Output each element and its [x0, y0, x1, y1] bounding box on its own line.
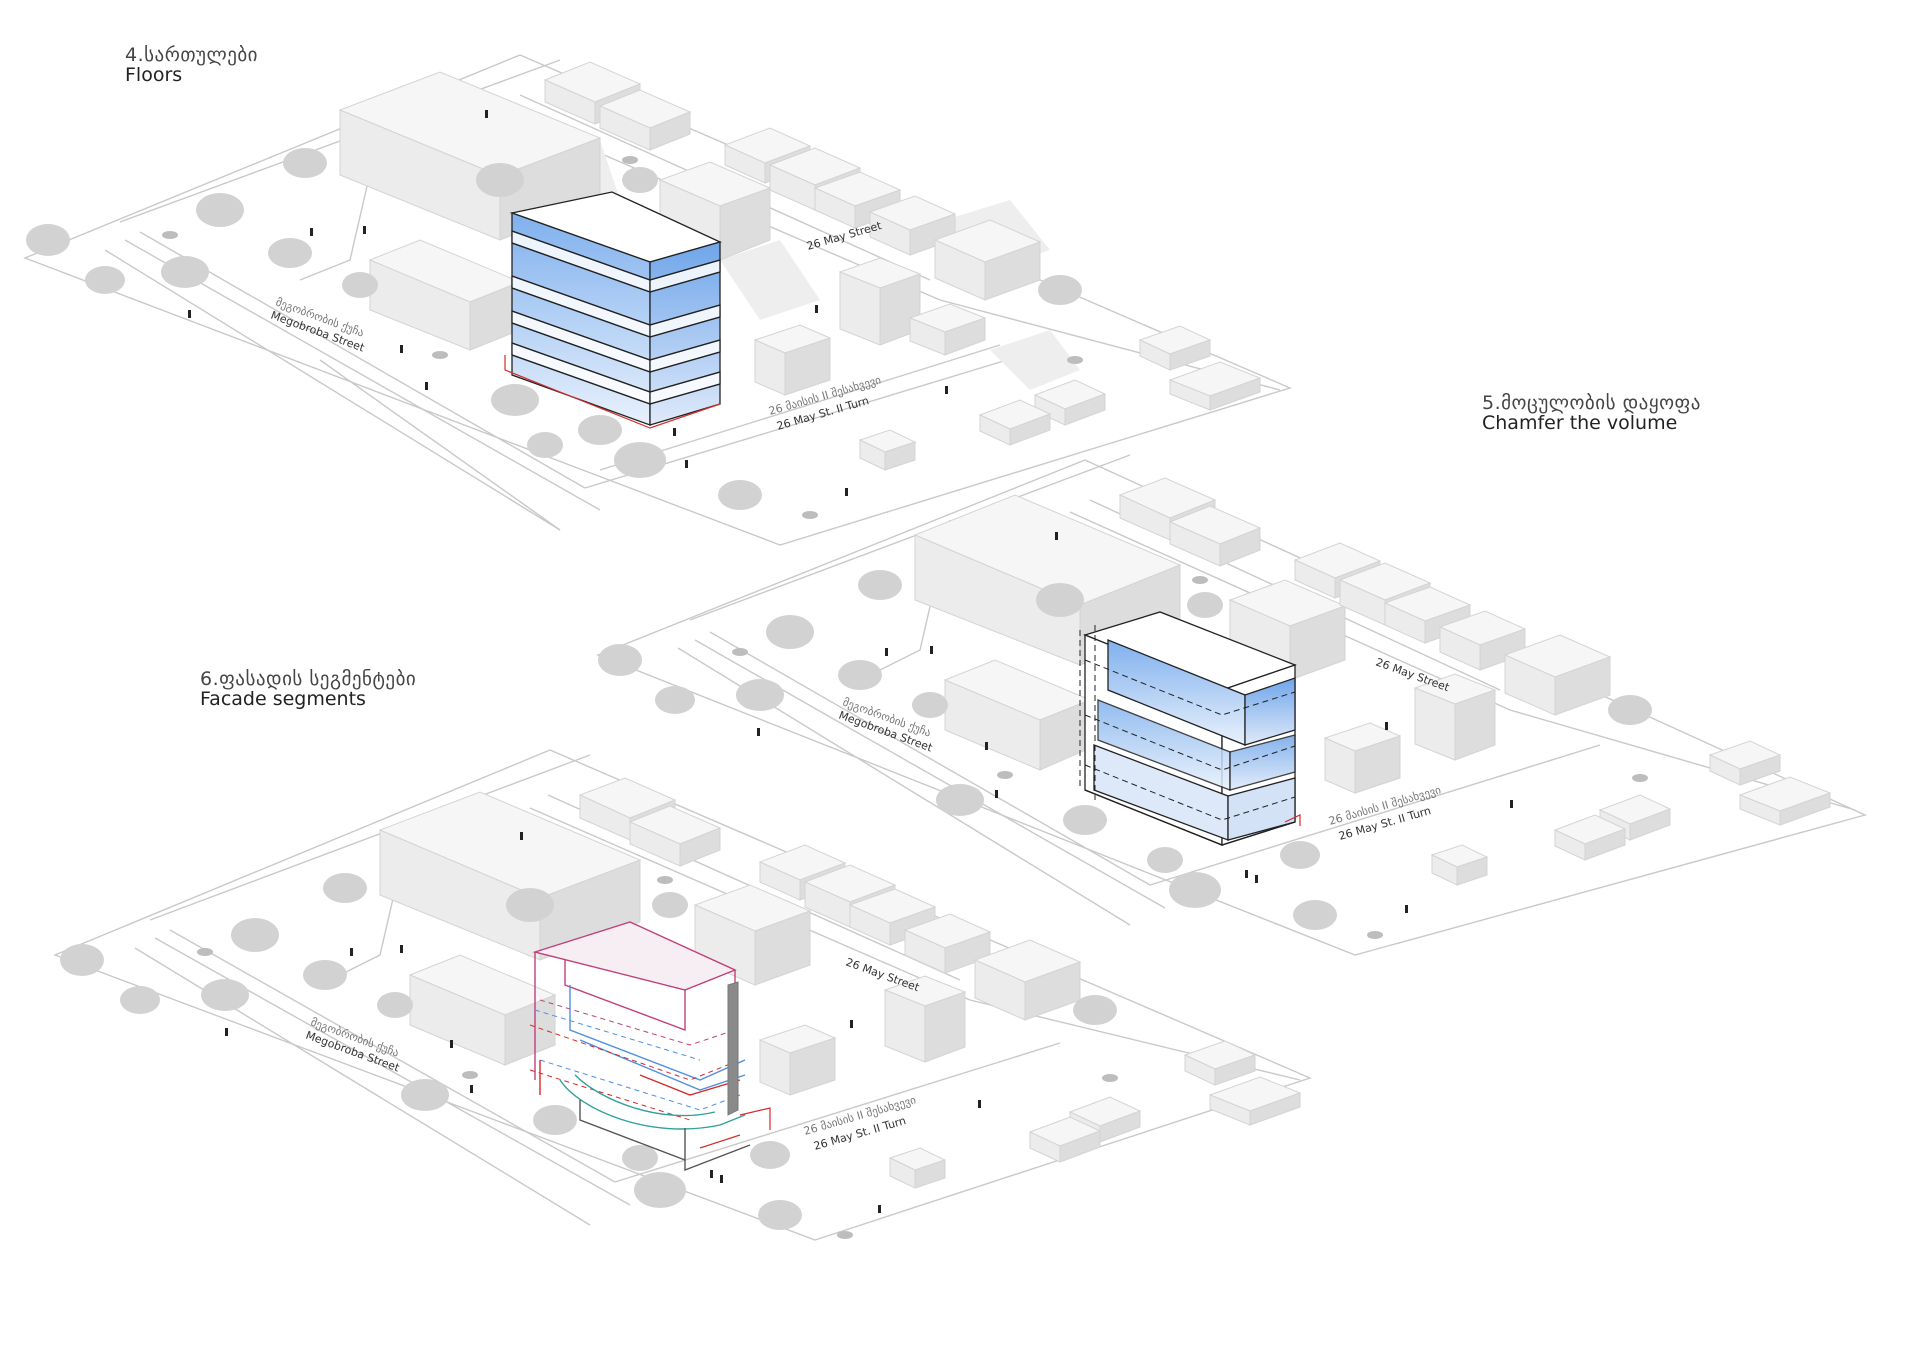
building-chamfered — [1079, 611, 1297, 846]
site-boundary — [699, 1107, 771, 1149]
panel-floors: მეგობრობის ქუჩა Megobroba Street 26 May … — [23, 54, 1293, 546]
step-5-title-english: Chamfer the volume — [1482, 411, 1678, 434]
context-buildings — [378, 777, 1302, 1189]
pedestrians — [757, 532, 1513, 913]
panel-facade: მეგობრობის ქუჩა Megobroba Street 26 May … — [53, 749, 1312, 1241]
step-5-title-georgian: 5.მოცულობის დაყოფა — [1482, 392, 1701, 414]
building-floors — [509, 191, 722, 426]
cars — [162, 156, 1083, 519]
cars — [732, 576, 1648, 939]
site-boundary — [504, 355, 721, 429]
step-6-title-georgian: 6.ფასადის სეგმენტები — [200, 668, 417, 690]
context-buildings — [913, 477, 1832, 886]
pedestrians — [225, 832, 981, 1213]
step-5-title: 5.მოცულობის დაყოფა Chamfer the volume — [1482, 392, 1701, 434]
step-6-title: 6.ფასადის სეგმენტები Facade segments — [200, 668, 417, 710]
step-4-title: 4.სართულები Floors — [125, 44, 259, 86]
step-6-title-english: Facade segments — [200, 687, 366, 710]
trees — [26, 148, 1082, 510]
step-4-title-georgian: 4.სართულები — [125, 44, 259, 66]
panel-chamfer: მეგობრობის ქუჩა Megobroba Street 26 May … — [596, 454, 1868, 956]
context-buildings — [338, 61, 1262, 471]
site-boundary — [1284, 814, 1301, 826]
pedestrians — [188, 110, 948, 496]
step-4-title-english: Floors — [125, 63, 183, 86]
trees — [60, 873, 1117, 1230]
building-facade-segments — [529, 921, 751, 1172]
cars — [197, 876, 1118, 1239]
trees — [598, 570, 1652, 930]
